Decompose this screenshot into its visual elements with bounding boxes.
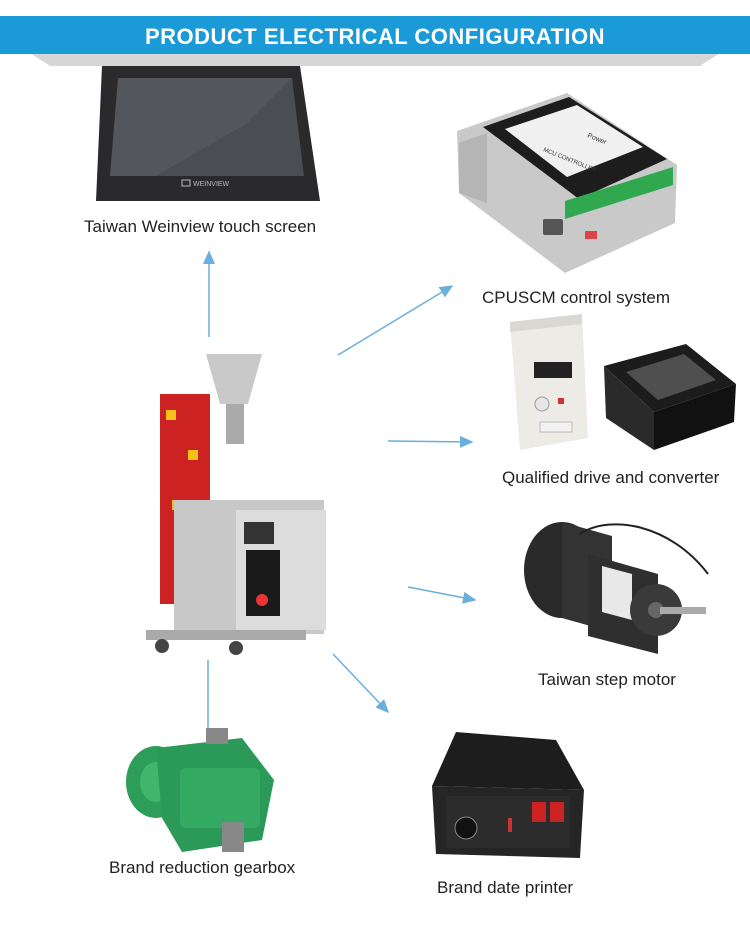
gearbox-image: [122, 728, 282, 858]
drive-converter-label: Qualified drive and converter: [502, 468, 720, 487]
date-printer-image: [426, 730, 586, 860]
arrow-to-motor: [407, 586, 477, 604]
packing-machine-image: [136, 350, 328, 656]
date-printer-label: Brand date printer: [437, 878, 574, 897]
weinview-brand-mark: WEINVIEW: [193, 181, 230, 188]
control-system-label: CPUSCM control system: [482, 288, 670, 307]
touch-screen-image: WEINVIEW: [96, 64, 322, 204]
arrow-to-printer: [332, 653, 390, 714]
step-motor-image: [520, 514, 710, 660]
step-motor-label: Taiwan step motor: [538, 670, 676, 689]
drive-converter-image: [508, 314, 736, 450]
arrow-to-drive: [387, 435, 474, 448]
arrow-to-control-system: [337, 285, 454, 356]
gearbox-label: Brand reduction gearbox: [109, 858, 296, 877]
header-banner: [0, 16, 750, 54]
page-title: PRODUCT ELECTRICAL CONFIGURATION: [144, 24, 606, 49]
control-system-image: MCU CONTROLLER Power: [447, 73, 687, 278]
touch-screen-label: Taiwan Weinview touch screen: [84, 217, 317, 236]
